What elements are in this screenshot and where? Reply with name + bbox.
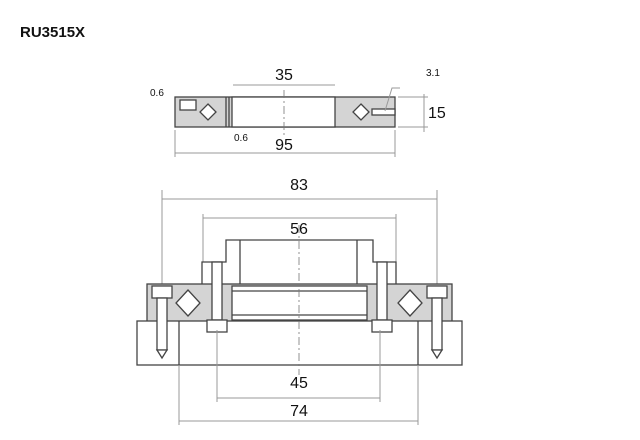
dim-height: 15 (428, 105, 446, 122)
bolt-icon (151, 285, 173, 360)
part-number-title: RU3515X (20, 24, 86, 41)
dim-chamfer-left: 0.6 (150, 88, 164, 99)
dim-bolt-pitch-outer: 83 (290, 177, 308, 194)
dim-bolt-pitch-inner: 74 (290, 403, 308, 420)
dim-housing: 56 (290, 221, 308, 238)
dim-inner-diameter: 35 (275, 67, 293, 84)
dim-chamfer-bottom: 0.6 (234, 133, 248, 144)
assembly-view: 83 56 45 74 (136, 177, 463, 425)
dim-outer-diameter: 95 (275, 137, 293, 154)
dim-bore: 45 (290, 375, 308, 392)
dim-note: 3.1 (426, 68, 440, 79)
bolt-icon (426, 285, 448, 360)
top-view: 35 95 15 0.6 0.6 3.1 (150, 67, 446, 157)
bolt-icon (206, 261, 228, 333)
bolt-icon (371, 261, 393, 333)
